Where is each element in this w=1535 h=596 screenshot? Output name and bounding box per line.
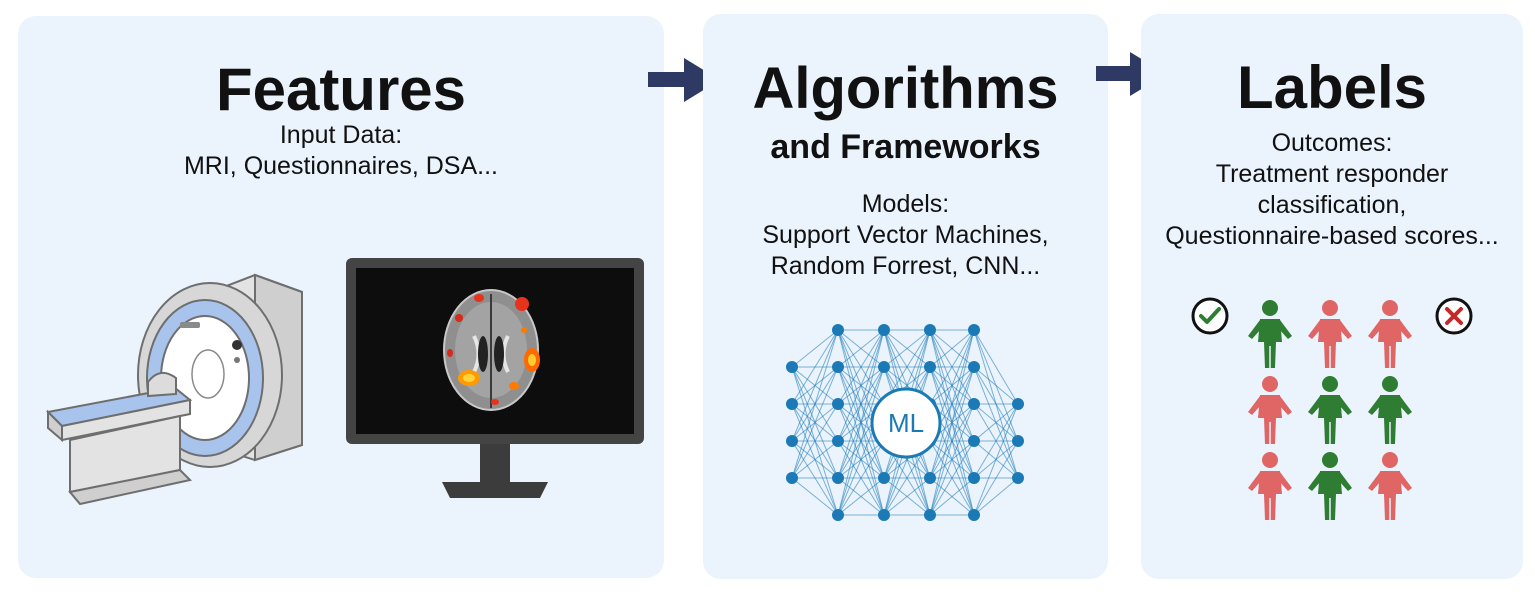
- network-edge: [837, 440, 885, 516]
- labels-line-1: Outcomes:: [1271, 129, 1393, 157]
- labels-panel: Labels Outcomes: Treatment responder cla…: [1141, 14, 1523, 579]
- monitor-brain-scan-icon: [346, 258, 644, 498]
- network-edge: [973, 477, 1019, 516]
- network-node: [878, 361, 890, 373]
- network-node: [968, 472, 980, 484]
- cross-circle-icon: [1435, 297, 1473, 335]
- algorithms-line-3: Random Forrest, CNN...: [770, 252, 1041, 280]
- network-edge: [973, 366, 1019, 405]
- network-edge: [929, 366, 975, 516]
- features-description: Input Data: MRI, Questionnaires, DSA...: [18, 120, 664, 182]
- network-edge: [929, 477, 975, 516]
- network-edge: [791, 440, 839, 479]
- mri-scanner-icon: [45, 273, 303, 506]
- network-node: [924, 324, 936, 336]
- labels-description: Outcomes: Treatment responder classifica…: [1141, 128, 1523, 252]
- algorithms-description: Models: Support Vector Machines, Random …: [703, 189, 1108, 282]
- network-edge: [791, 329, 839, 442]
- arrow-right-icon: [648, 58, 720, 102]
- labels-line-2: Treatment responder: [1215, 160, 1449, 188]
- network-node: [832, 435, 844, 447]
- network-edge: [929, 403, 975, 516]
- network-edge: [883, 477, 931, 516]
- network-edge: [837, 366, 885, 516]
- person-icon: [1308, 452, 1352, 520]
- network-edge: [929, 440, 975, 516]
- ml-badge-label: ML: [888, 408, 924, 438]
- network-edge: [837, 329, 885, 442]
- network-node: [924, 509, 936, 521]
- network-edge: [929, 329, 975, 368]
- person-icon: [1248, 300, 1292, 368]
- network-node: [786, 398, 798, 410]
- labels-line-4: Questionnaire-based scores...: [1165, 222, 1499, 250]
- network-node: [924, 361, 936, 373]
- neural-network-diagram: ML: [786, 324, 1024, 521]
- network-node: [968, 435, 980, 447]
- network-edge: [837, 329, 885, 479]
- person-icon: [1308, 376, 1352, 444]
- network-edge: [973, 329, 1019, 405]
- network-node: [878, 324, 890, 336]
- algorithms-line-1: Models:: [861, 190, 950, 218]
- network-node: [968, 398, 980, 410]
- network-node: [832, 509, 844, 521]
- network-node: [832, 361, 844, 373]
- network-edge: [837, 329, 885, 368]
- network-node: [832, 324, 844, 336]
- person-icon: [1368, 452, 1412, 520]
- network-edge: [973, 440, 1019, 516]
- network-edge: [883, 329, 931, 368]
- network-node: [786, 435, 798, 447]
- network-node: [968, 361, 980, 373]
- network-edge: [791, 366, 839, 479]
- network-node: [878, 509, 890, 521]
- person-icon: [1248, 452, 1292, 520]
- network-node: [1012, 435, 1024, 447]
- labels-line-3: classification,: [1257, 191, 1407, 219]
- check-circle-icon: [1191, 297, 1229, 335]
- algorithms-subtitle: and Frameworks: [770, 128, 1041, 166]
- person-icon: [1248, 376, 1292, 444]
- network-edge: [837, 329, 885, 405]
- network-edge: [973, 403, 1019, 516]
- network-edge: [791, 329, 839, 405]
- network-node: [1012, 472, 1024, 484]
- network-edge: [791, 403, 839, 479]
- person-icon: [1368, 300, 1412, 368]
- network-node: [832, 472, 844, 484]
- network-node: [786, 361, 798, 373]
- labels-title: Labels: [1236, 54, 1428, 121]
- network-edge: [973, 403, 1019, 479]
- algorithms-title: Algorithms: [752, 56, 1059, 121]
- person-icon: [1308, 300, 1352, 368]
- algorithms-panel: Algorithms and Frameworks Models: Suppor…: [703, 14, 1108, 579]
- network-edge: [791, 329, 839, 479]
- network-node: [878, 472, 890, 484]
- network-node: [968, 509, 980, 521]
- network-edge: [929, 329, 975, 516]
- network-edge: [837, 329, 885, 516]
- features-title: Features: [215, 56, 467, 123]
- network-node: [1012, 398, 1024, 410]
- outcome-people-grid: [1248, 300, 1412, 520]
- network-node: [786, 472, 798, 484]
- network-edge: [791, 329, 839, 368]
- network-edge: [791, 477, 839, 516]
- network-edge: [929, 329, 975, 479]
- network-edge: [973, 403, 1019, 442]
- network-node: [832, 398, 844, 410]
- person-icon: [1368, 376, 1412, 444]
- ml-badge: [870, 387, 942, 459]
- features-line-2: MRI, Questionnaires, DSA...: [183, 152, 498, 180]
- network-node: [968, 324, 980, 336]
- algorithms-line-2: Support Vector Machines,: [762, 221, 1049, 249]
- network-node: [924, 472, 936, 484]
- features-line-1: Input Data:: [279, 121, 403, 149]
- network-edge: [929, 329, 975, 405]
- network-edge: [837, 477, 885, 516]
